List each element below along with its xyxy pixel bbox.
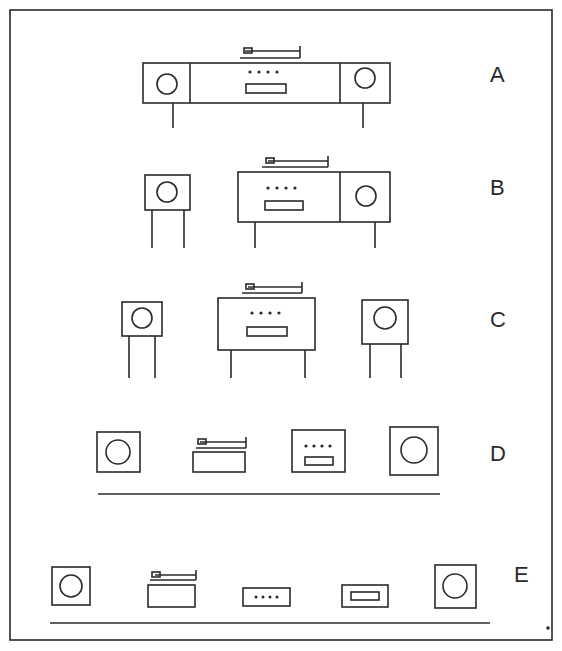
components-e xyxy=(50,565,490,623)
frame-border xyxy=(10,10,552,640)
console-a xyxy=(143,46,390,128)
option-letter: E xyxy=(514,564,529,586)
option-letter: A xyxy=(490,64,505,86)
console-b xyxy=(145,156,390,248)
option-letter: C xyxy=(490,309,506,331)
components-d xyxy=(97,427,440,494)
option-letter: B xyxy=(490,177,505,199)
option-letter: D xyxy=(490,443,506,465)
console-c xyxy=(122,282,408,378)
